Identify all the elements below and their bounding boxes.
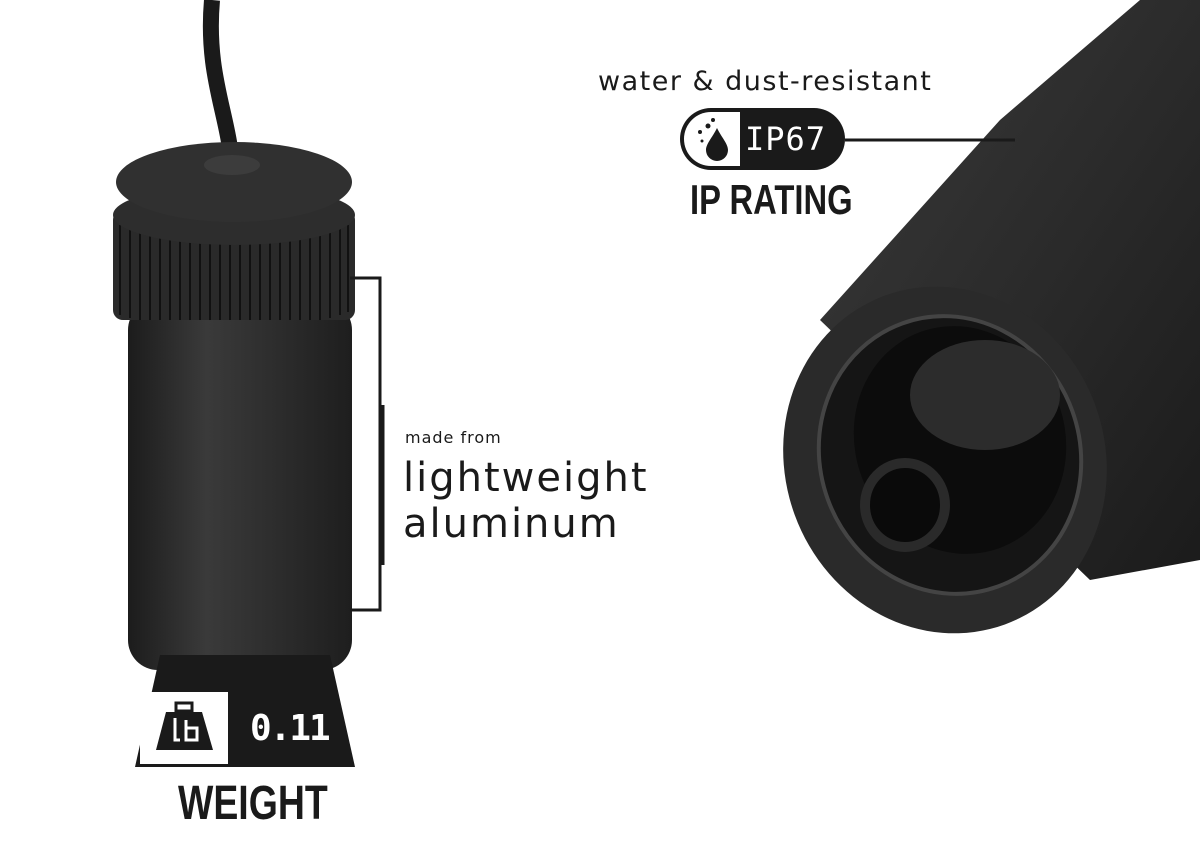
weight-value: 0.11 — [250, 708, 331, 749]
weight-badge — [135, 655, 355, 767]
ip-caption: water & dust-resistant — [598, 66, 933, 97]
weight-icon — [156, 701, 213, 750]
weight-label: WEIGHT — [178, 777, 328, 830]
material-caption: made from — [405, 428, 502, 447]
ip-value: IP67 — [745, 120, 827, 158]
right-product — [783, 0, 1200, 634]
material-line-2: aluminum — [403, 501, 620, 547]
left-product — [113, 0, 355, 670]
ip-badge — [680, 108, 1015, 170]
bracket-line — [350, 276, 382, 612]
material-line-1: lightweight — [403, 455, 649, 501]
water-drop-icon — [698, 118, 728, 161]
ip-rating-label: IP RATING — [690, 176, 853, 223]
